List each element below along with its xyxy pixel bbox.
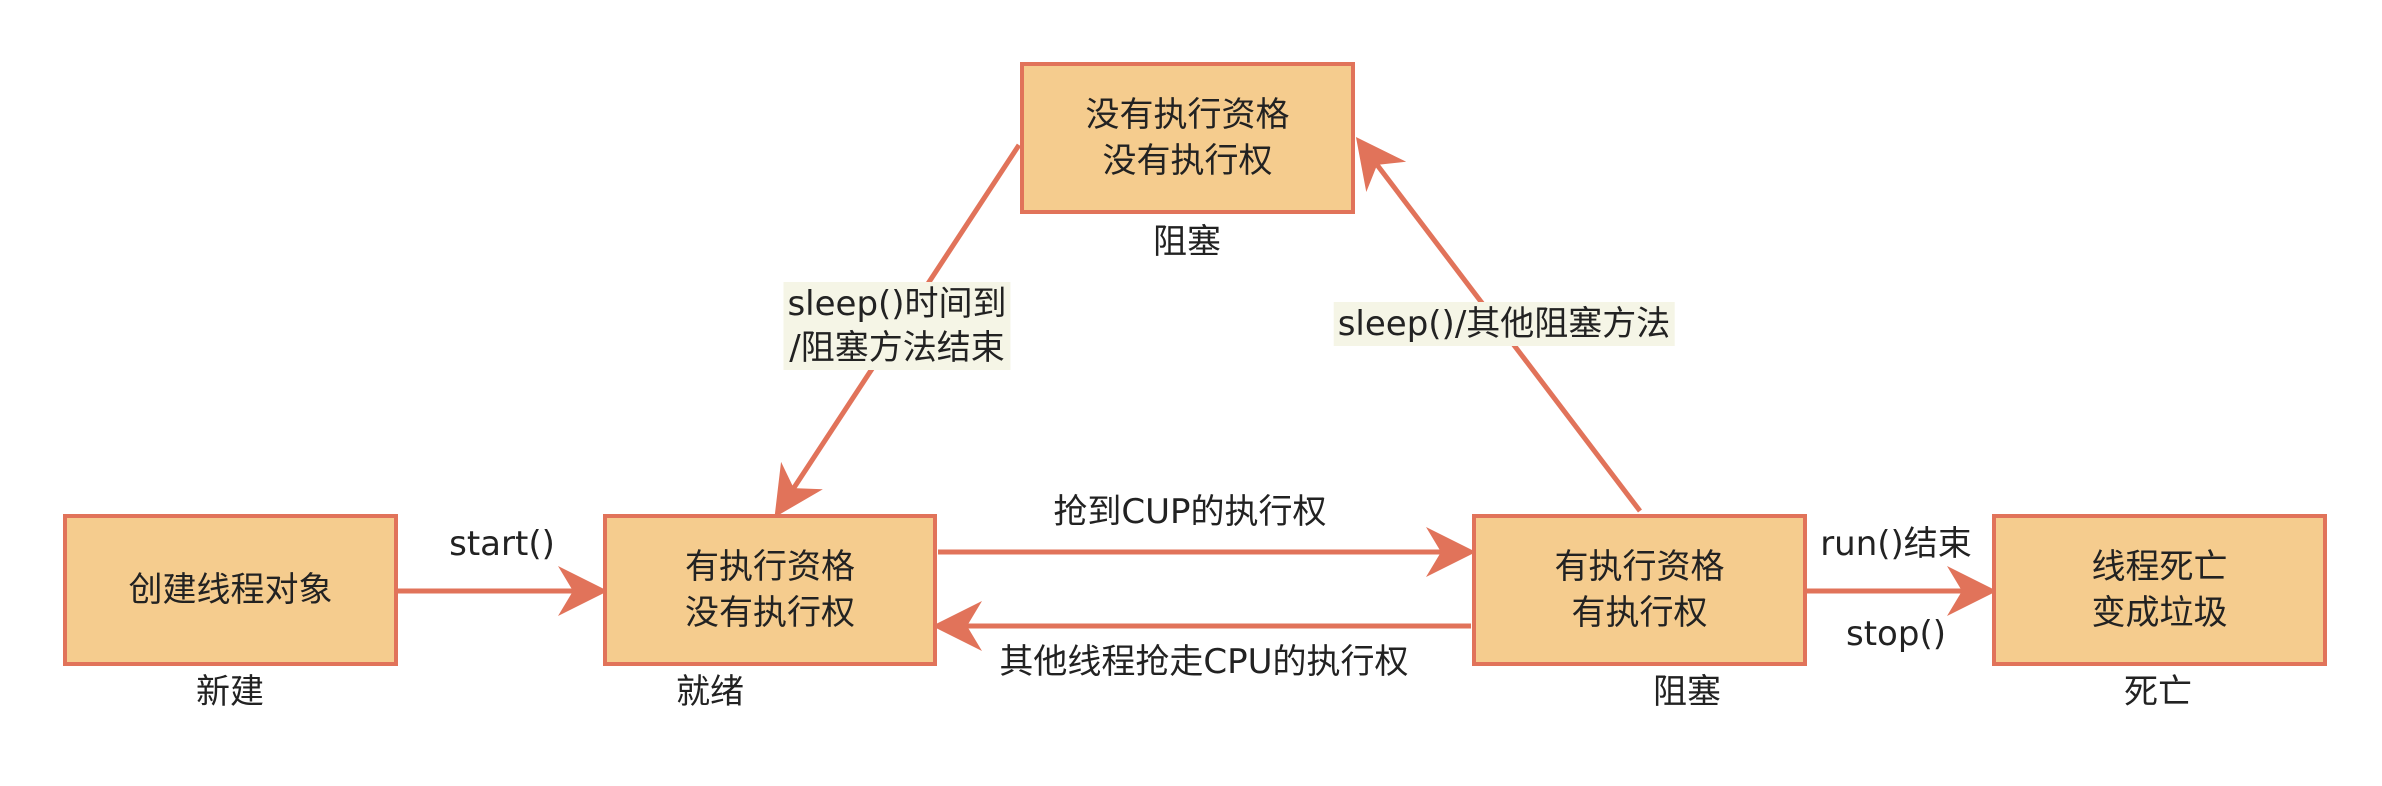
edge-label-stop: stop()	[1846, 614, 1946, 654]
node-blocked-line2: 没有执行权	[1102, 141, 1273, 181]
node-running: 有执行资格 有执行权	[1472, 514, 1807, 666]
node-new: 创建线程对象	[63, 514, 398, 666]
edge-label-wake: sleep()时间到 /阻塞方法结束	[783, 282, 1011, 370]
node-running-line2: 有执行权	[1571, 593, 1708, 633]
state-label-dead: 死亡	[2124, 672, 2192, 712]
edge-label-run-end: run()结束	[1820, 524, 1972, 564]
node-running-line1: 有执行资格	[1554, 547, 1725, 587]
edge-label-wake-line2: /阻塞方法结束	[789, 328, 1005, 368]
state-label-ready: 就绪	[676, 672, 744, 712]
edge-label-get-cpu: 抢到CUP的执行权	[1053, 492, 1327, 532]
node-ready: 有执行资格 没有执行权	[603, 514, 937, 666]
node-blocked: 没有执行资格 没有执行权	[1020, 62, 1355, 214]
node-blocked-line1: 没有执行资格	[1085, 95, 1290, 135]
node-dead-line1: 线程死亡	[2091, 547, 2228, 587]
state-label-new: 新建	[196, 672, 264, 712]
node-dead-line2: 变成垃圾	[2091, 593, 2228, 633]
node-new-label: 创建线程对象	[128, 570, 333, 610]
node-ready-line2: 没有执行权	[685, 593, 855, 633]
state-label-running: 阻塞	[1653, 672, 1721, 712]
edge-label-wake-line1: sleep()时间到	[787, 284, 1007, 324]
edge-label-lose-cpu: 其他线程抢走CPU的执行权	[999, 642, 1409, 682]
node-ready-line1: 有执行资格	[685, 547, 855, 587]
edge-label-start: start()	[449, 524, 555, 564]
edge-label-to-blocked: sleep()/其他阻塞方法	[1333, 302, 1675, 346]
node-dead: 线程死亡 变成垃圾	[1992, 514, 2327, 666]
state-label-blocked: 阻塞	[1153, 222, 1221, 262]
